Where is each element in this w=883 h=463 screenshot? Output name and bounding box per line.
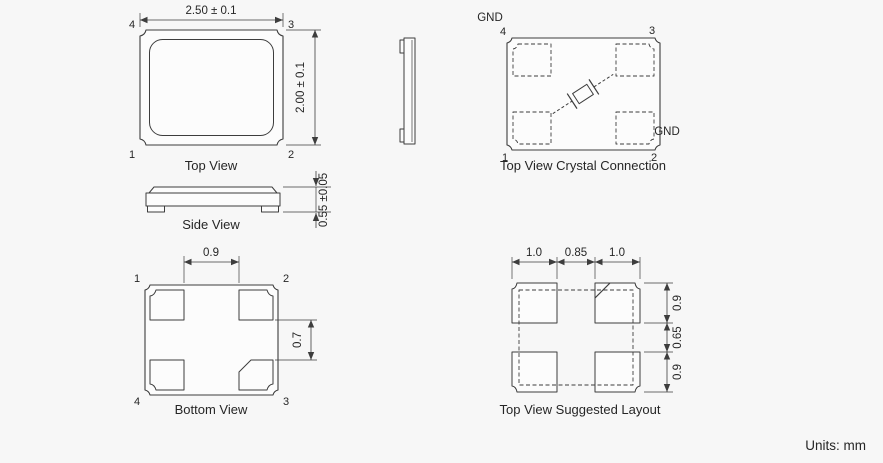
pad-1 [149,289,185,321]
pin-number-1: 1 [502,152,508,164]
height-dimension: 2.00 ± 0.1 [286,29,321,146]
top-view-height-dim: 2.00 ± 0.1 [295,62,307,113]
side-view-lid [148,186,278,194]
pin-number-3: 3 [649,25,655,37]
gnd-label-top: GND [477,12,503,24]
pad-4-dashed [512,43,552,77]
pad-chamfer-mark [594,282,611,299]
pin-number-2: 2 [288,149,294,161]
end-view-body [403,37,416,145]
top-view-drawing: 2.50 ± 0.1 2.00 ± 0.1 4 3 1 2 Top View [129,5,321,173]
side-view-thickness-dim: 0.55 ±0.05 [318,173,330,227]
layout-gap-v-dim: 0.65 [672,326,684,348]
suggested-layout-drawing: 1.0 0.85 1.0 0.9 0.65 0.9 Top View Sugge… [500,247,684,417]
pin-number-1: 1 [129,149,135,161]
pin-number-3: 3 [283,396,289,408]
top-view-label: Top View [185,158,238,173]
package-lid [149,39,274,136]
thickness-dimension: 0.55 ±0.05 [283,171,331,228]
crystal-symbol [552,73,614,115]
side-view-pad-left [147,205,165,213]
pad-3-chamfered [238,359,274,391]
pad-2-dashed [615,111,655,145]
layout-pad-bottom-dim: 0.9 [672,364,684,380]
gnd-label-bottom: GND [654,126,680,138]
bottom-view-gap-v-dim: 0.7 [292,332,304,348]
layout-gap-h-dim: 0.85 [565,247,587,259]
top-view-width-dim: 2.50 ± 0.1 [185,5,236,17]
land-pad-tr [594,282,641,324]
pad-1-dashed [512,111,552,145]
crystal-connection-label: Top View Crystal Connection [500,158,666,173]
side-view-drawing: 0.55 ±0.05 Side View [145,171,331,232]
layout-pad-right-dim: 1.0 [609,247,625,259]
component-outline-dashed [518,289,634,386]
pin-number-4: 4 [129,19,135,31]
pad-gap-v-dimension: 0.7 [275,319,317,361]
pad-3-dashed [615,43,655,77]
pad-2 [238,289,274,321]
pin-number-3: 3 [288,19,294,31]
width-dimension: 2.50 ± 0.1 [139,5,284,27]
pin-number-4: 4 [500,26,506,38]
pin-number-4: 4 [134,396,140,408]
pad-gap-h-dimension: 0.9 [183,247,240,283]
layout-pad-left-dim: 1.0 [526,247,542,259]
bottom-view-gap-h-dim: 0.9 [203,247,219,259]
suggested-layout-label: Top View Suggested Layout [500,402,661,417]
land-pad-tl [511,282,558,324]
pin-number-2: 2 [283,273,289,285]
pin-number-1: 1 [134,273,140,285]
side-view-pad-right [261,205,279,213]
end-view-pad-top [399,39,405,54]
layout-top-dimensions: 1.0 0.85 1.0 [511,247,641,279]
bottom-view-drawing: 0.9 0.7 1 2 4 3 Bottom View [134,247,317,417]
crystal-connection-drawing: GND GND 4 3 1 2 Top View Crystal Connect… [477,12,680,173]
units-note: Units: mm [805,438,866,453]
land-pad-br [594,351,641,393]
layout-pad-top-dim: 0.9 [672,295,684,311]
layout-right-dimensions: 0.9 0.65 0.9 [644,282,684,393]
end-view-drawing [399,37,416,145]
bottom-view-label: Bottom View [175,402,248,417]
side-view-body [145,192,281,207]
pin-number-2: 2 [651,152,657,164]
side-view-label: Side View [182,217,240,232]
land-pad-bl [511,351,558,393]
pad-4 [149,359,185,391]
end-view-pad-bottom [399,128,405,143]
